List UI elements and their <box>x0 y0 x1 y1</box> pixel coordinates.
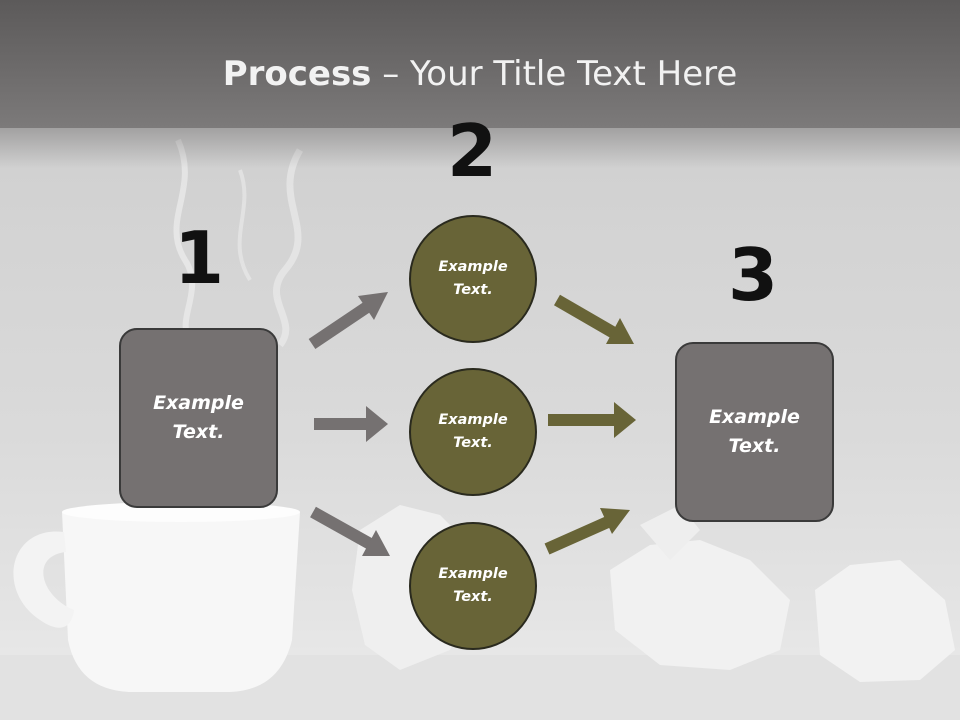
header-fade <box>0 128 960 168</box>
title-bold: Process <box>222 54 372 94</box>
slide-title: Process – Your Title Text Here <box>0 54 960 94</box>
circle-top-label: Example Text. <box>438 259 508 298</box>
circle-middle: Example Text. <box>409 368 537 496</box>
arrow-to-bottom-circle <box>310 506 390 556</box>
arrow-bottom-to-step-3 <box>544 508 630 555</box>
circle-bottom: Example Text. <box>409 522 537 650</box>
step-number-2: 2 <box>446 109 498 193</box>
arrow-to-top-circle <box>308 292 388 349</box>
step-1-box: Example Text. <box>119 328 278 508</box>
circle-top: Example Text. <box>409 215 537 343</box>
step-3-box: Example Text. <box>675 342 834 522</box>
circle-bottom-label: Example Text. <box>438 566 508 605</box>
title-rest: – Your Title Text Here <box>371 54 738 94</box>
circle-middle-label: Example Text. <box>438 412 508 451</box>
header-band <box>0 0 960 128</box>
step-1-label: Example Text. <box>153 392 244 443</box>
arrow-top-to-step-3 <box>553 294 634 344</box>
step-number-3: 3 <box>727 233 779 317</box>
step-3-label: Example Text. <box>709 406 800 457</box>
arrow-middle-to-step-3 <box>548 402 636 438</box>
step-number-1: 1 <box>173 216 225 300</box>
arrow-to-middle-circle <box>314 406 388 442</box>
